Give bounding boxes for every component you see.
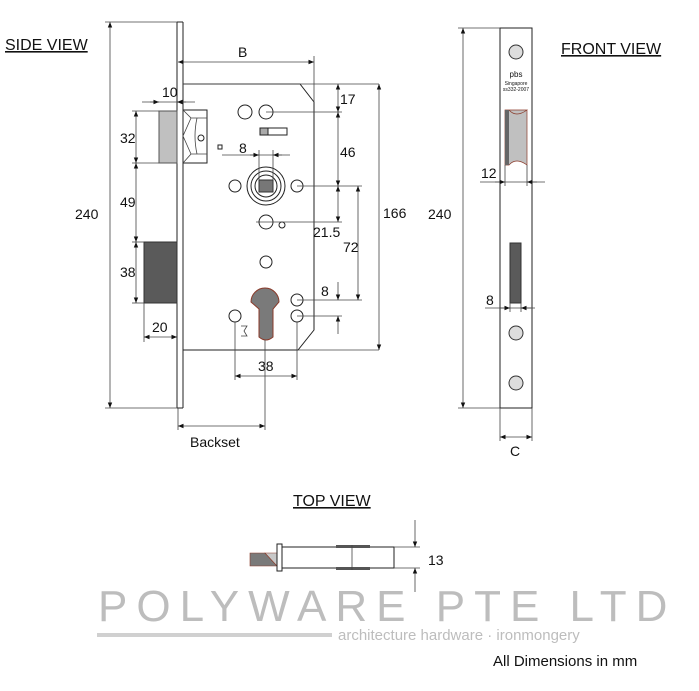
dim-46: 46 <box>340 144 356 160</box>
dim-8-spindle: 8 <box>239 140 247 156</box>
b-label: B <box>238 44 247 60</box>
front-view: pbs Singapore ss332-2007 240 12 8 C <box>428 27 545 459</box>
top-view-title: TOP VIEW <box>293 493 372 510</box>
side-view: 240 B 10 32 49 38 20 8 <box>75 21 407 450</box>
front-view-title: FRONT VIEW <box>561 41 662 58</box>
dim-49: 49 <box>120 194 136 210</box>
stamp-standard: ss332-2007 <box>503 87 529 93</box>
side-view-title: SIDE VIEW <box>5 37 89 54</box>
side-height-label: 240 <box>75 206 99 222</box>
stamp-brand: pbs <box>510 70 523 79</box>
dim-32: 32 <box>120 130 136 146</box>
dim-10: 10 <box>162 84 178 100</box>
stamp-country: Singapore <box>505 81 528 87</box>
dim-13: 13 <box>428 552 444 568</box>
units-note: All Dimensions in mm <box>493 653 637 670</box>
dim-21-5: 21.5 <box>313 224 340 240</box>
dim-8-front: 8 <box>486 292 494 308</box>
cylinder-cutout <box>250 287 280 341</box>
dim-12: 12 <box>481 165 497 181</box>
logo-tagline: architecture hardware · ironmongery <box>338 627 580 644</box>
dim-38-fixing: 38 <box>258 358 274 374</box>
dim-166: 166 <box>383 205 407 221</box>
dim-17: 17 <box>340 91 356 107</box>
dead-bolt <box>143 241 178 304</box>
dim-20: 20 <box>152 319 168 335</box>
dim-38-bolt: 38 <box>120 264 136 280</box>
dim-72: 72 <box>343 239 359 255</box>
top-view: 13 <box>249 520 444 592</box>
company-logo: POLYWARE PTE LTD architecture hardware ·… <box>97 582 676 644</box>
c-label: C <box>510 443 520 459</box>
dim-8-cylinder: 8 <box>321 283 329 299</box>
latch-bolt <box>158 110 178 164</box>
backset-label: Backset <box>190 434 240 450</box>
logo-name: POLYWARE PTE LTD <box>98 582 676 631</box>
front-height-label: 240 <box>428 206 452 222</box>
